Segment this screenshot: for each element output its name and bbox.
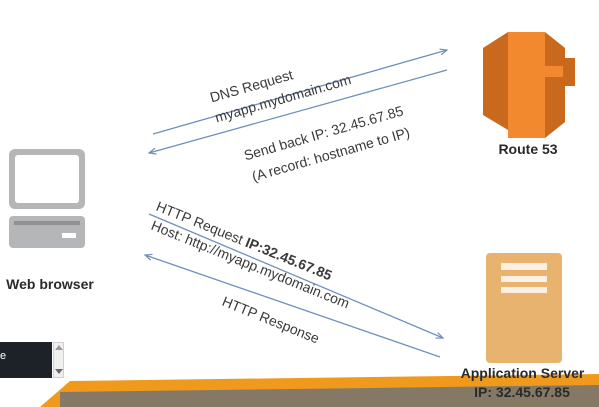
server-icon <box>486 253 562 363</box>
app-server-label: Application Server <box>460 365 585 381</box>
footer-bar <box>40 374 599 407</box>
scroll-down-icon[interactable] <box>55 369 63 374</box>
dns-request-arrow <box>152 50 447 135</box>
overlay-scrollbar[interactable] <box>53 342 64 378</box>
route53-icon <box>483 32 575 138</box>
scroll-up-icon[interactable] <box>55 345 63 350</box>
web-browser-label: Web browser <box>6 276 94 292</box>
footer-blue-stripe <box>60 385 599 407</box>
route53-label: Route 53 <box>498 141 558 157</box>
http-response-arrow <box>145 255 441 358</box>
dns-response-arrow <box>149 69 448 153</box>
overlay-text-box[interactable]: e <box>0 342 52 378</box>
overlay-widget: e <box>0 342 66 378</box>
http-request-arrow <box>148 213 443 338</box>
overlay-partial-text: e <box>0 350 7 362</box>
computer-icon <box>9 149 85 248</box>
app-server-ip-label: IP: 32.45.67.85 <box>474 384 570 400</box>
